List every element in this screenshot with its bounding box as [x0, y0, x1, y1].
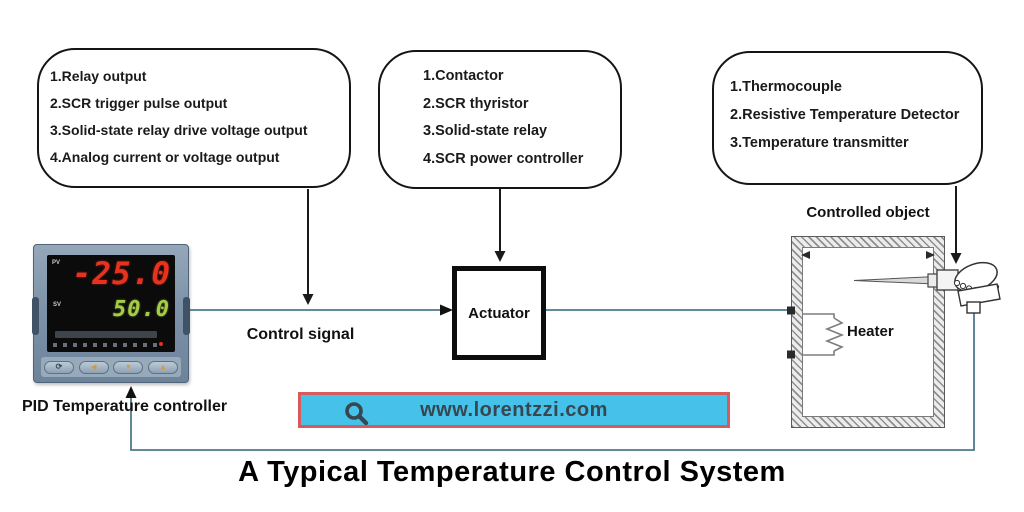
- callout-item: 4.SCR power controller: [423, 150, 584, 167]
- actuator-box: Actuator: [452, 266, 546, 360]
- callout-actuator-types: 1.Contactor 2.SCR thyristor 3.Solid-stat…: [378, 50, 622, 189]
- callout-item: 2.SCR thyristor: [423, 95, 529, 112]
- left-button: ◀: [78, 360, 109, 374]
- indicator-row: [53, 343, 157, 347]
- callout-item: 1.Thermocouple: [730, 79, 842, 95]
- cycle-icon: ⟳: [55, 362, 63, 371]
- pid-controller-label: PID Temperature controller: [22, 398, 228, 415]
- callout-tail-outputs: [302, 189, 314, 305]
- search-icon: [345, 402, 369, 426]
- pv-label: PV: [52, 260, 61, 266]
- callout-item: 1.Contactor: [423, 68, 504, 84]
- alarm-led: [159, 342, 163, 346]
- pv-value: -25.0: [72, 256, 171, 292]
- down-arrow-icon: ▼: [124, 363, 132, 371]
- controller-button-panel: ⟳ ◀ ▼ ▲: [41, 357, 181, 377]
- banner-url-text: www.lorentzzi.com: [420, 398, 608, 421]
- callout-tail-sensors: [950, 186, 962, 264]
- callout-controller-outputs: 1.Relay output 2.SCR trigger pulse outpu…: [37, 48, 351, 188]
- mounting-clip-left: [32, 297, 39, 335]
- diagram-title: A Typical Temperature Control System: [238, 456, 786, 488]
- bargraph-display: [55, 331, 157, 338]
- callout-tail-actuator: [494, 189, 506, 262]
- up-button: ▲: [147, 360, 178, 374]
- controlled-object-label: Controlled object: [806, 204, 930, 221]
- mounting-clip-right: [183, 297, 190, 335]
- website-banner-link[interactable]: www.lorentzzi.com: [298, 392, 730, 428]
- heater-label: Heater: [847, 323, 894, 340]
- callout-item: 1.Relay output: [50, 68, 147, 84]
- callout-item: 2.SCR trigger pulse output: [50, 95, 228, 111]
- callout-item: 4.Analog current or voltage output: [50, 149, 280, 165]
- control-signal-arrow: [188, 304, 453, 316]
- left-arrow-icon: ◀: [90, 363, 97, 371]
- callout-item: 2.Resistive Temperature Detector: [730, 107, 960, 123]
- actuator-label: Actuator: [468, 304, 530, 322]
- callout-item: 3.Temperature transmitter: [730, 135, 909, 151]
- controller-display: PV -25.0 SV 50.0: [47, 255, 175, 352]
- pid-controller-device: PV -25.0 SV 50.0 ⟳ ◀ ▼ ▲: [32, 244, 190, 383]
- sv-label: SV: [53, 302, 62, 308]
- control-signal-label: Control signal: [246, 326, 355, 343]
- callout-item: 3.Solid-state relay: [423, 123, 548, 139]
- down-button: ▼: [113, 360, 144, 374]
- callout-sensor-types: 1.Thermocouple 2.Resistive Temperature D…: [712, 51, 983, 185]
- sv-value: 50.0: [113, 297, 170, 322]
- cycle-button: ⟳: [44, 360, 74, 374]
- up-arrow-icon: ▲: [159, 363, 167, 371]
- callout-item: 3.Solid-state relay drive voltage output: [50, 122, 308, 138]
